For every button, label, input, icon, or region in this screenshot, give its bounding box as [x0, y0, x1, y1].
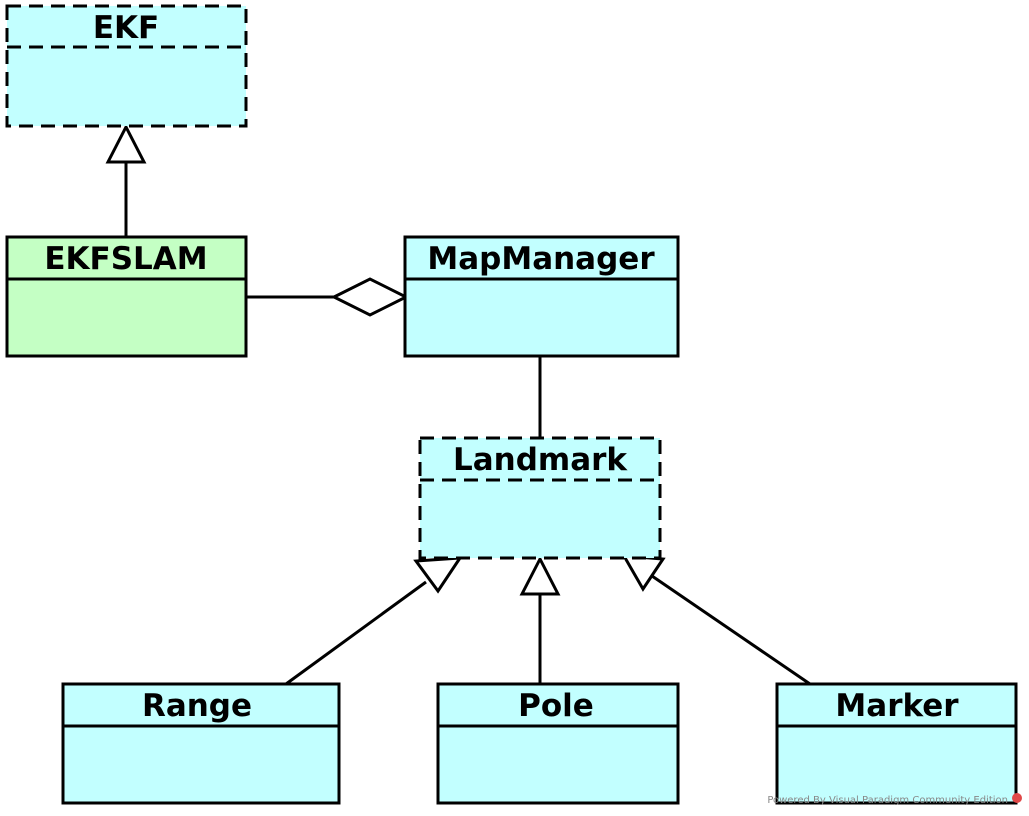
class-ekfslam[interactable]: EKFSLAM: [5, 235, 248, 358]
generalization-pole-landmark: [519, 555, 561, 684]
generalization-marker-landmark: [621, 554, 811, 686]
class-name-ekfslam: EKFSLAM: [44, 241, 207, 277]
class-range[interactable]: Range: [61, 682, 341, 805]
watermark: Powered By Visual Paradigm Community Edi…: [767, 793, 1022, 806]
class-name-ekf: EKF: [93, 10, 159, 46]
generalization-ekfslam-ekf: [105, 123, 147, 237]
generalization-range-landmark: [285, 556, 463, 686]
watermark-text: Powered By Visual Paradigm Community Edi…: [767, 795, 1008, 806]
generalization-arrowhead: [621, 554, 666, 592]
class-mapmanager[interactable]: MapManager: [403, 235, 680, 358]
class-name-marker: Marker: [835, 688, 959, 724]
class-name-range: Range: [142, 688, 252, 724]
generalization-arrowhead: [519, 555, 561, 596]
class-marker[interactable]: Marker: [775, 682, 1018, 805]
class-name-pole: Pole: [518, 688, 594, 724]
class-ekf[interactable]: EKF: [5, 4, 248, 128]
visual-paradigm-logo-icon: [1012, 793, 1022, 803]
aggregation-diamond: [330, 277, 410, 317]
aggregation-ekfslam-mapmanager: [247, 277, 410, 317]
class-name-mapmanager: MapManager: [427, 241, 655, 277]
class-landmark[interactable]: Landmark: [418, 436, 662, 560]
generalization-arrowhead: [105, 123, 147, 164]
class-pole[interactable]: Pole: [436, 682, 680, 805]
class-name-landmark: Landmark: [453, 442, 628, 478]
